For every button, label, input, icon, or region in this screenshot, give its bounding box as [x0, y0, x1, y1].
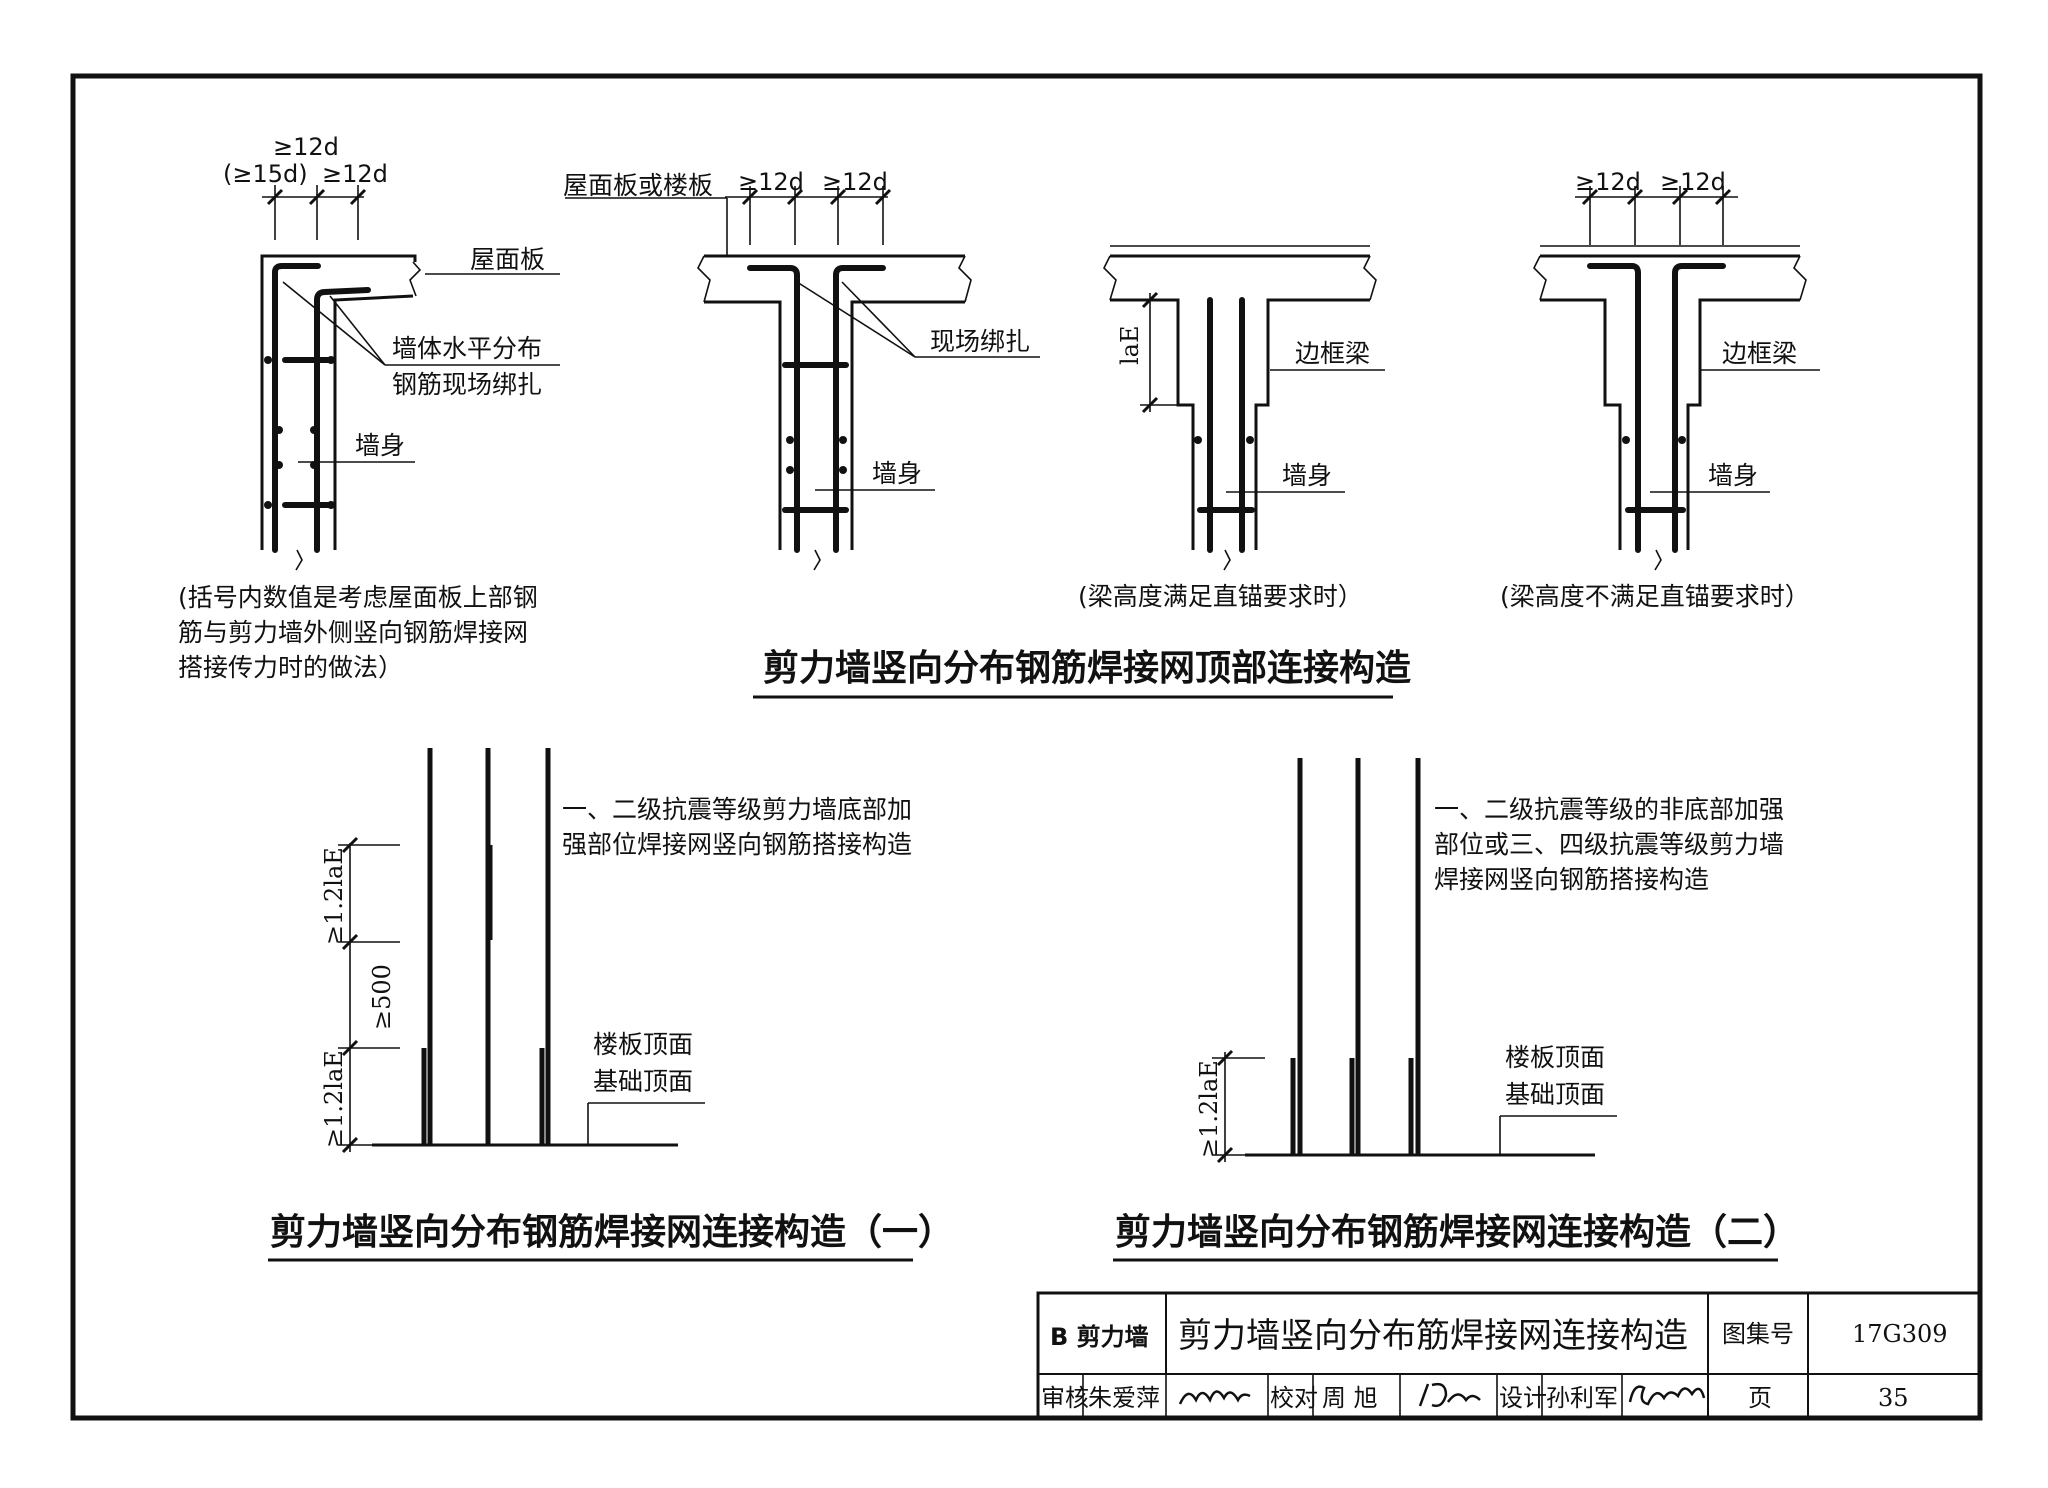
label-floor-top-1: 楼板顶面	[593, 1030, 693, 1059]
label-bind-2: 钢筋现场绑扎	[392, 370, 542, 399]
detail-4-edge-beam-bent: ≥12d ≥12d 边框梁 墙身 (梁高度不满足直锚要求时）	[1500, 168, 1820, 611]
tb-section: B 剪力墙	[1050, 1323, 1149, 1351]
dim-lae: laE	[1116, 325, 1144, 365]
dim-lap-2: ≥1.2laE	[1195, 1060, 1223, 1158]
note-bl-1: 一、二级抗震等级剪力墙底部加	[562, 795, 912, 824]
tb-drawing-title: 剪力墙竖向分布筋焊接网连接构造	[1178, 1316, 1688, 1356]
tb-atlas-label: 图集号	[1722, 1320, 1794, 1348]
dim-lap-bottom: ≥1.2laE	[320, 1050, 348, 1148]
tb-atlas-no: 17G309	[1852, 1320, 1948, 1348]
dim-12d-a: ≥12d	[273, 133, 339, 161]
dim-12d-d: ≥12d	[822, 168, 888, 196]
tb-checker-signature	[1418, 1382, 1481, 1408]
label-edge-beam-4: 边框梁	[1722, 339, 1797, 368]
sheet-border	[70, 73, 1983, 1421]
dim-12d-c: ≥12d	[738, 168, 804, 196]
title-block: B 剪力墙 剪力墙竖向分布筋焊接网连接构造 图集号 17G309 审核 朱爱萍 …	[1036, 1291, 1982, 1420]
note-br-1: 一、二级抗震等级的非底部加强	[1434, 795, 1784, 824]
bottom-left-title: 剪力墙竖向分布钢筋焊接网连接构造（一）	[270, 1212, 954, 1253]
tb-reviewer: 朱爱萍	[1088, 1384, 1160, 1412]
dim-gap-500: ≥500	[368, 964, 396, 1030]
label-roof-slab: 屋面板	[470, 245, 545, 274]
label-wall-2: 墙身	[872, 459, 922, 488]
label-wall-1: 墙身	[355, 431, 405, 460]
detail-3-edge-beam-straight: laE 边框梁 墙身 (梁高度满足直锚要求时）	[1078, 245, 1385, 611]
label-found-top-2: 基础顶面	[1505, 1080, 1605, 1109]
tb-page-label: 页	[1748, 1384, 1772, 1412]
label-floor-top-2: 楼板顶面	[1505, 1043, 1605, 1072]
label-wall-3: 墙身	[1282, 461, 1332, 490]
label-edge-beam-3: 边框梁	[1295, 339, 1370, 368]
tb-design-label: 设计	[1499, 1384, 1547, 1412]
tb-reviewer-signature	[1178, 1390, 1251, 1405]
label-site-bind: 现场绑扎	[930, 327, 1030, 356]
bottom-right-title: 剪力墙竖向分布钢筋焊接网连接构造（二）	[1115, 1212, 1799, 1253]
dim-12d-e: ≥12d	[1575, 168, 1641, 196]
lap-splice-detail-1: ≥1.2laE ≥500 ≥1.2laE 一、二级抗震等级剪力墙底部加 强部位焊…	[320, 748, 912, 1154]
note-br-2: 部位或三、四级抗震等级剪力墙	[1434, 830, 1784, 859]
tb-page-no: 35	[1878, 1384, 1909, 1412]
label-found-top-1: 基础顶面	[593, 1067, 693, 1096]
dim-lap-top: ≥1.2laE	[320, 847, 348, 945]
tb-check-label: 校对	[1270, 1384, 1318, 1412]
top-section-title: 剪力墙竖向分布钢筋焊接网顶部连接构造	[763, 648, 1411, 689]
note-bl-2: 强部位焊接网竖向钢筋搭接构造	[562, 830, 912, 859]
note-line-1: (括号内数值是考虑屋面板上部钢	[178, 583, 538, 612]
caption-detail-3: (梁高度满足直锚要求时）	[1078, 582, 1363, 611]
dim-15d-alt: (≥15d)	[223, 160, 308, 188]
label-bind-1: 墙体水平分布	[392, 334, 542, 363]
dim-12d-f: ≥12d	[1660, 168, 1726, 196]
detail-1-roof-corner: ≥12d (≥15d) ≥12d 屋面板 墙体水平分布 钢筋现场绑扎 墙身 (括…	[178, 133, 560, 682]
caption-detail-4: (梁高度不满足直锚要求时）	[1500, 582, 1810, 611]
tb-designer-signature	[1628, 1385, 1706, 1406]
tb-checker: 周 旭	[1322, 1384, 1378, 1412]
dim-12d-b: ≥12d	[322, 160, 388, 188]
note-line-3: 搭接传力时的做法）	[178, 653, 403, 682]
note-line-2: 筋与剪力墙外侧竖向钢筋焊接网	[178, 618, 528, 647]
lap-splice-detail-2: ≥1.2laE 一、二级抗震等级的非底部加强 部位或三、四级抗震等级剪力墙 焊接…	[1195, 758, 1784, 1164]
label-wall-4: 墙身	[1708, 461, 1758, 490]
detail-2-t-junction: ≥12d ≥12d 屋面板或楼板 现场绑扎 墙身	[563, 168, 1040, 571]
tb-designer: 孙利军	[1546, 1384, 1618, 1412]
label-slab-or-floor: 屋面板或楼板	[563, 171, 713, 200]
note-br-3: 焊接网竖向钢筋搭接构造	[1434, 865, 1709, 894]
tb-review-label: 审核	[1041, 1384, 1089, 1412]
